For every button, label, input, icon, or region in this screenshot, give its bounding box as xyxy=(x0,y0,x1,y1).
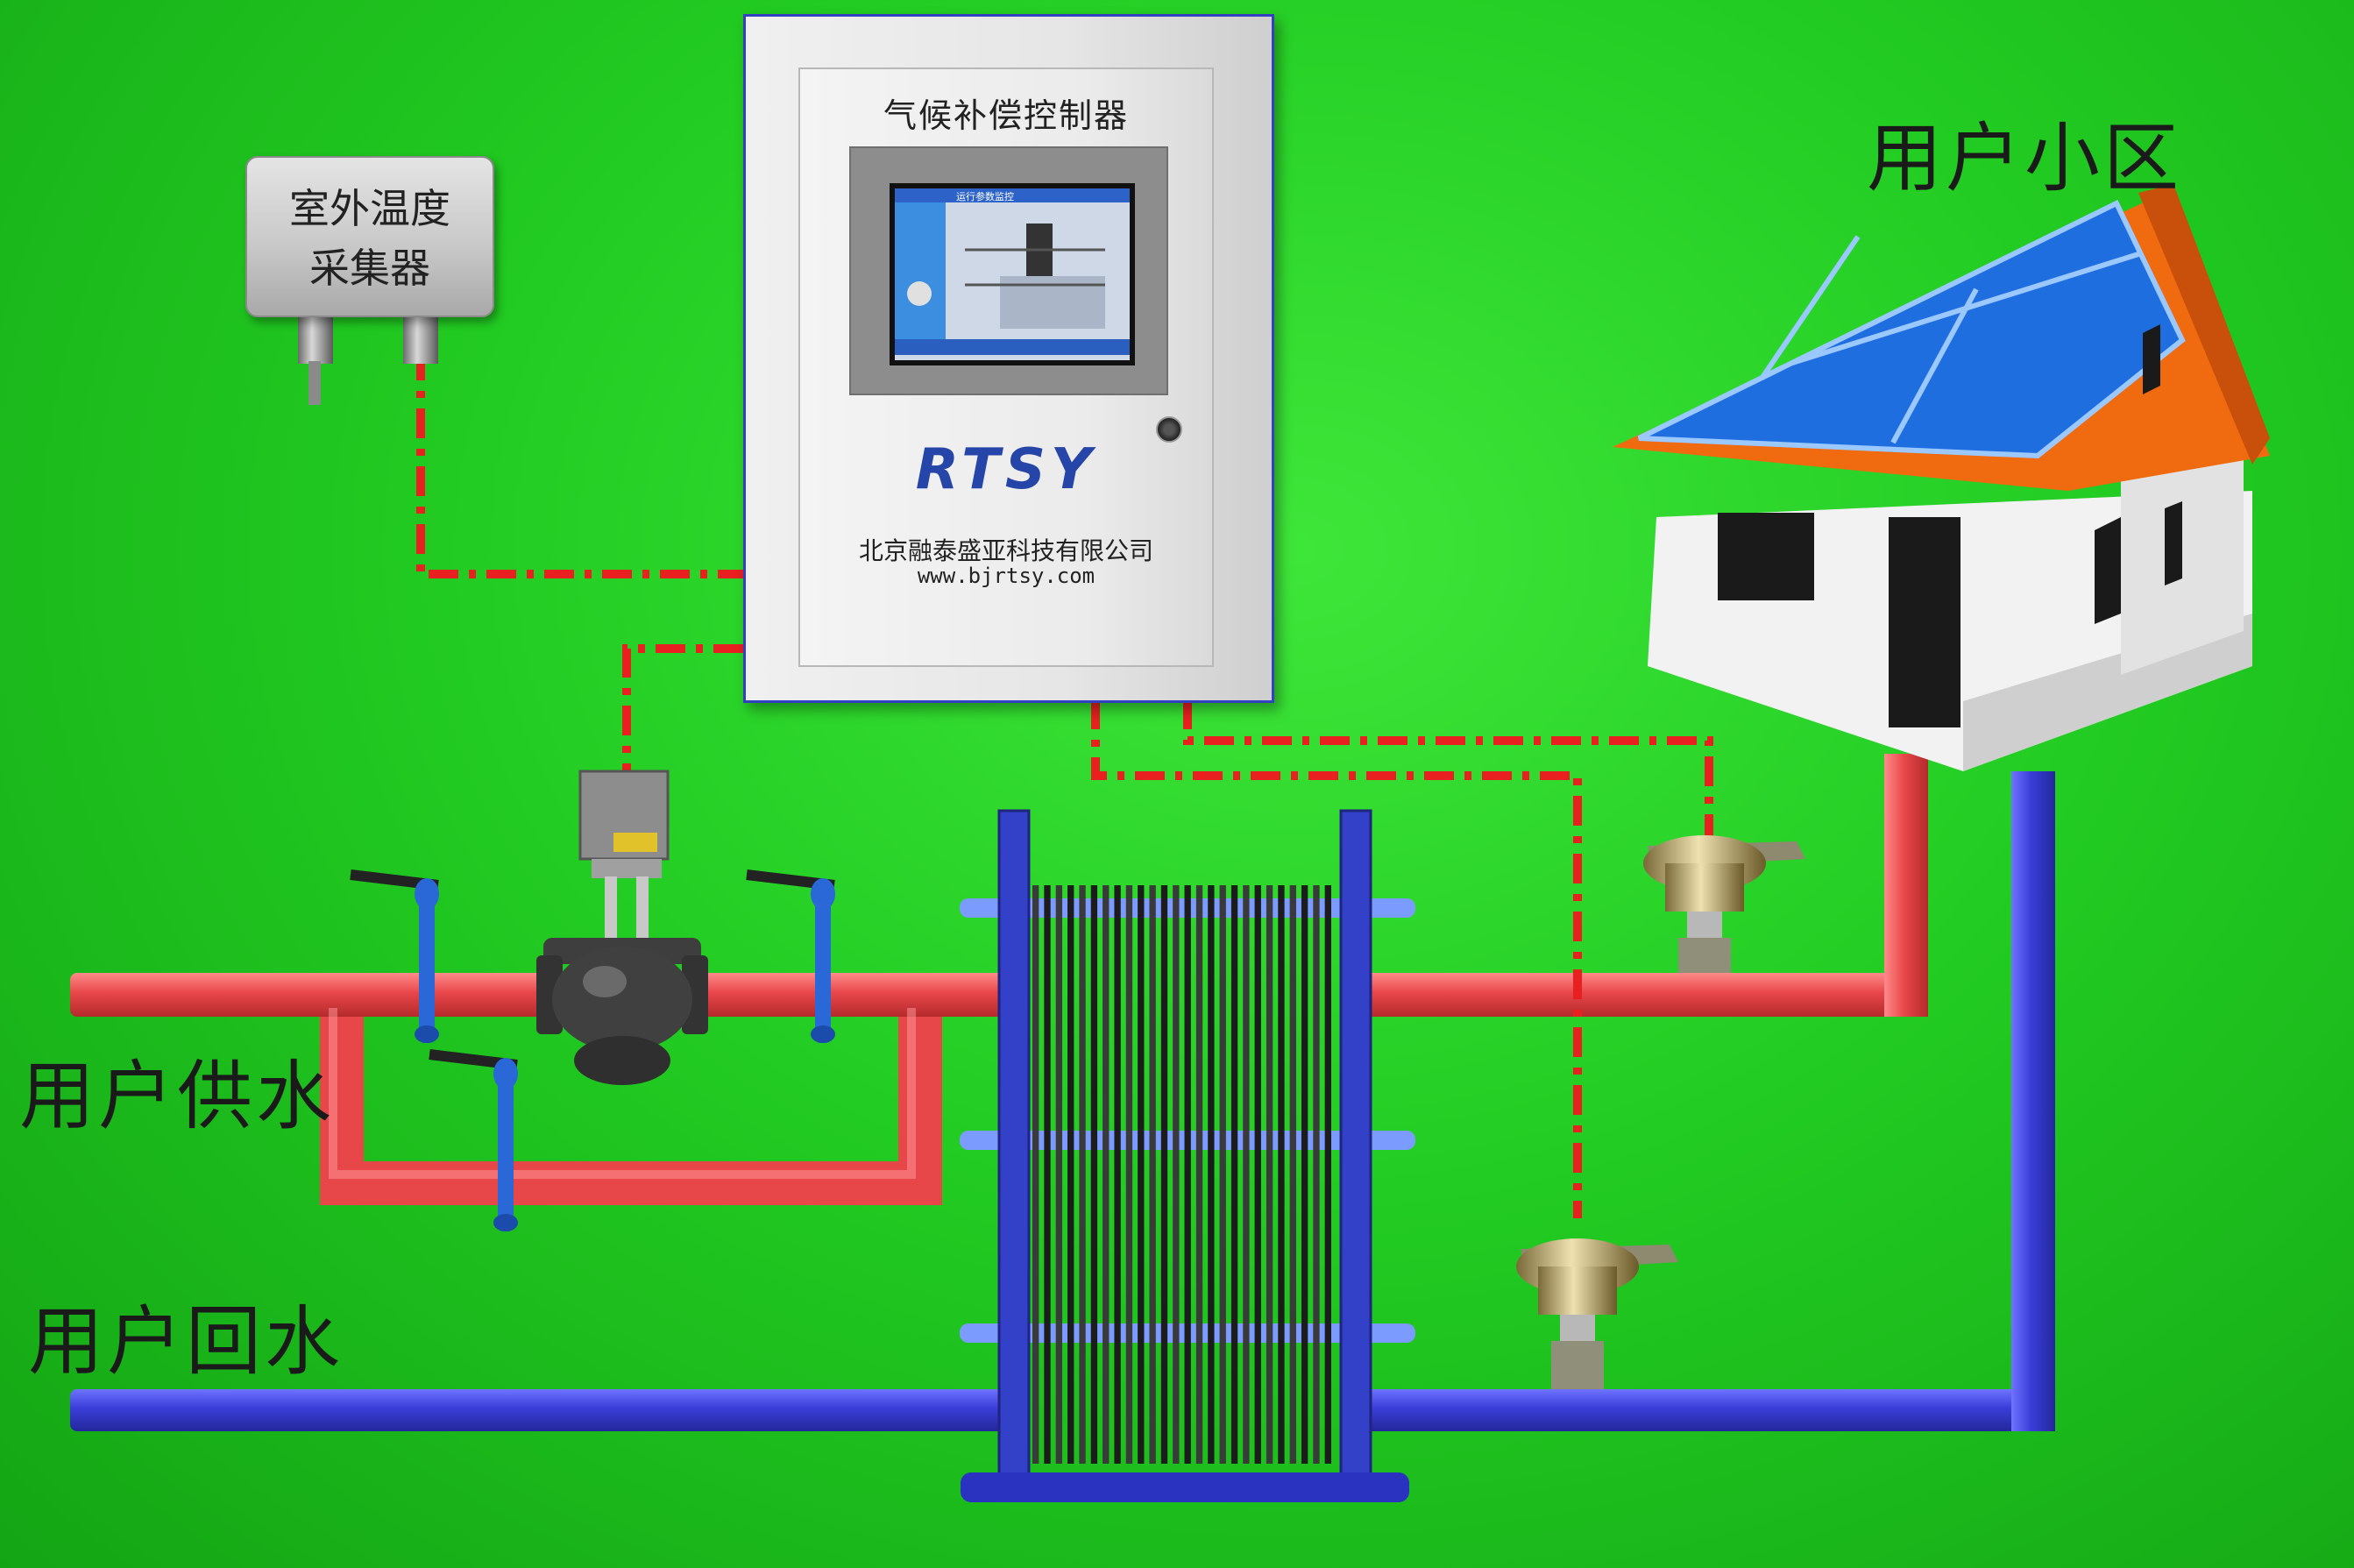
control-cabinet-icon: 气候补偿控制器 运行参数监控 RTSY xyxy=(743,14,1274,703)
touch-screen-bezel: 运行参数监控 xyxy=(849,146,1168,395)
exchanger-plate xyxy=(1208,885,1215,1464)
exchanger-plate xyxy=(1184,885,1191,1464)
temperature-sensor-icon xyxy=(1516,1238,1678,1389)
ball-valve-icon xyxy=(746,869,835,1043)
touch-screen: 运行参数监控 xyxy=(890,183,1135,365)
exchanger-plate xyxy=(1149,885,1156,1464)
house-icon xyxy=(1613,184,2270,771)
exchanger-plate xyxy=(1125,885,1133,1464)
screen-topbar: 运行参数监控 xyxy=(895,188,1130,202)
exchanger-plate xyxy=(1055,885,1063,1464)
exchanger-plate xyxy=(1032,885,1039,1464)
ball-valve-icon xyxy=(350,869,439,1043)
company-url: www.bjrtsy.com xyxy=(917,564,1095,588)
plate-heat-exchanger-icon xyxy=(960,809,1415,1502)
company-name: 北京融泰盛亚科技有限公司 xyxy=(858,536,1153,565)
exchanger-plate xyxy=(1195,885,1203,1464)
exchanger-plate xyxy=(1301,885,1308,1464)
screen-process-graphic xyxy=(907,223,1105,329)
cable-gland-icon xyxy=(298,311,438,405)
exchanger-plate xyxy=(1067,885,1074,1464)
exchanger-plate xyxy=(1278,885,1285,1464)
exchanger-plate xyxy=(1254,885,1261,1464)
exchanger-plate xyxy=(1219,885,1226,1464)
screen-bottom-bar xyxy=(895,339,1130,355)
return-label: 用户回水 xyxy=(28,1298,344,1386)
exchanger-plate xyxy=(1079,885,1086,1464)
electric-valve-icon xyxy=(536,770,708,1085)
exchanger-plate xyxy=(1230,885,1238,1464)
exchanger-plate xyxy=(1313,885,1320,1464)
temperature-sensor-icon xyxy=(1643,835,1805,973)
solar-panel-icon xyxy=(1637,199,2186,459)
cabinet-logo: RTSY xyxy=(915,437,1097,502)
cabinet-door: 气候补偿控制器 运行参数监控 RTSY xyxy=(798,67,1214,667)
exchanger-plate xyxy=(1138,885,1145,1464)
signal-lines xyxy=(416,351,1713,1218)
screen-side-panel xyxy=(895,202,946,344)
cabinet-title: 气候补偿控制器 xyxy=(883,96,1129,135)
exchanger-plate xyxy=(1243,885,1250,1464)
exchanger-plate xyxy=(1044,885,1051,1464)
exchanger-plate xyxy=(1090,885,1098,1464)
collector-label-line2: 采集器 xyxy=(309,245,430,292)
lock-icon xyxy=(1156,416,1182,443)
ball-valve-icon xyxy=(429,1049,518,1231)
exchanger-plate xyxy=(1160,885,1168,1464)
exchanger-plate xyxy=(1266,885,1273,1464)
screen-title: 运行参数监控 xyxy=(956,191,1014,202)
supply-label: 用户供水 xyxy=(19,1053,335,1140)
temperature-collector-icon: 室外温度 采集器 xyxy=(245,156,494,317)
supply-pipes xyxy=(70,754,1928,1205)
return-pipes xyxy=(70,771,2055,1431)
community-label: 用户小区 xyxy=(1867,115,2182,202)
exchanger-plate xyxy=(1103,885,1110,1464)
exchanger-plate xyxy=(1289,885,1296,1464)
exchanger-plate xyxy=(1173,885,1180,1464)
exchanger-plate xyxy=(1114,885,1121,1464)
exchanger-plate xyxy=(1324,885,1331,1464)
collector-label-line1: 室外温度 xyxy=(289,185,450,232)
